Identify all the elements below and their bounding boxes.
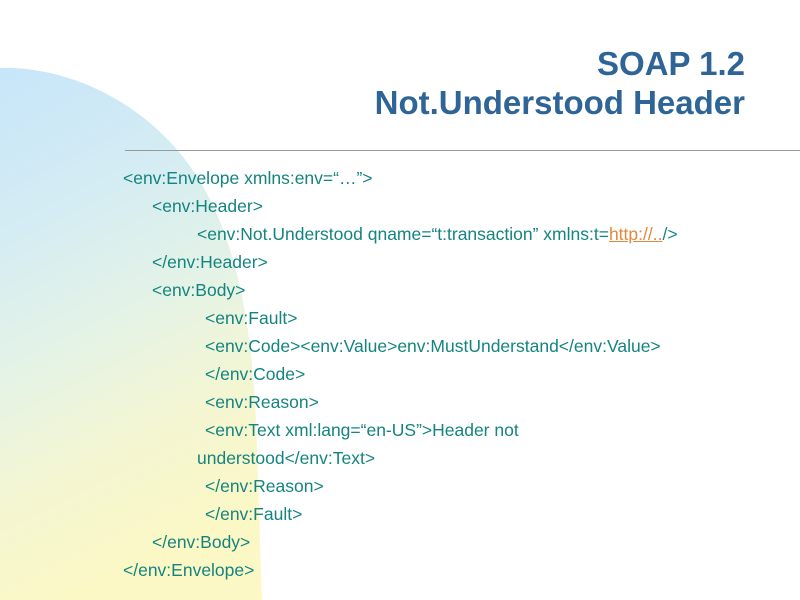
code-line-code-close: </env:Code> [205, 364, 306, 384]
code-line-code-value: <env:Code><env:Value>env:MustUnderstand<… [205, 336, 661, 356]
code-line-notunderstood-suffix: /> [662, 224, 678, 244]
code-line-notunderstood-prefix: <env:Not.Understood qname=“t:transaction… [197, 224, 609, 244]
code-line-header-close: </env:Header> [152, 252, 268, 272]
code-line-text-continuation: understood</env:Text> [197, 448, 376, 468]
code-line-fault-close: </env:Fault> [205, 504, 303, 524]
title-divider-rule [125, 150, 800, 151]
code-line-envelope-close: </env:Envelope> [123, 560, 255, 580]
code-line-envelope-open: <env:Envelope xmlns:env=“…”> [123, 168, 373, 188]
title-line-2: Not.Understood Header [374, 84, 745, 121]
code-line-body-open: <env:Body> [152, 280, 246, 300]
page-title: SOAP 1.2 Not.Understood Header [0, 44, 745, 122]
code-line-fault-open: <env:Fault> [205, 308, 298, 328]
code-line-notunderstood: <env:Not.Understood qname=“t:transaction… [0, 220, 800, 248]
title-line-1: SOAP 1.2 [597, 45, 745, 82]
code-line-reason-close: </env:Reason> [205, 476, 324, 496]
soap-message-code-block: <env:Envelope xmlns:env=“…”> <env:Header… [0, 164, 800, 584]
namespace-uri-link[interactable]: http://.. [608, 224, 663, 244]
code-line-reason-open: <env:Reason> [205, 392, 319, 412]
code-line-text-open: <env:Text xml:lang=“en-US”>Header not [205, 420, 519, 440]
code-line-header-open: <env:Header> [152, 196, 263, 216]
code-line-body-close: </env:Body> [152, 532, 251, 552]
